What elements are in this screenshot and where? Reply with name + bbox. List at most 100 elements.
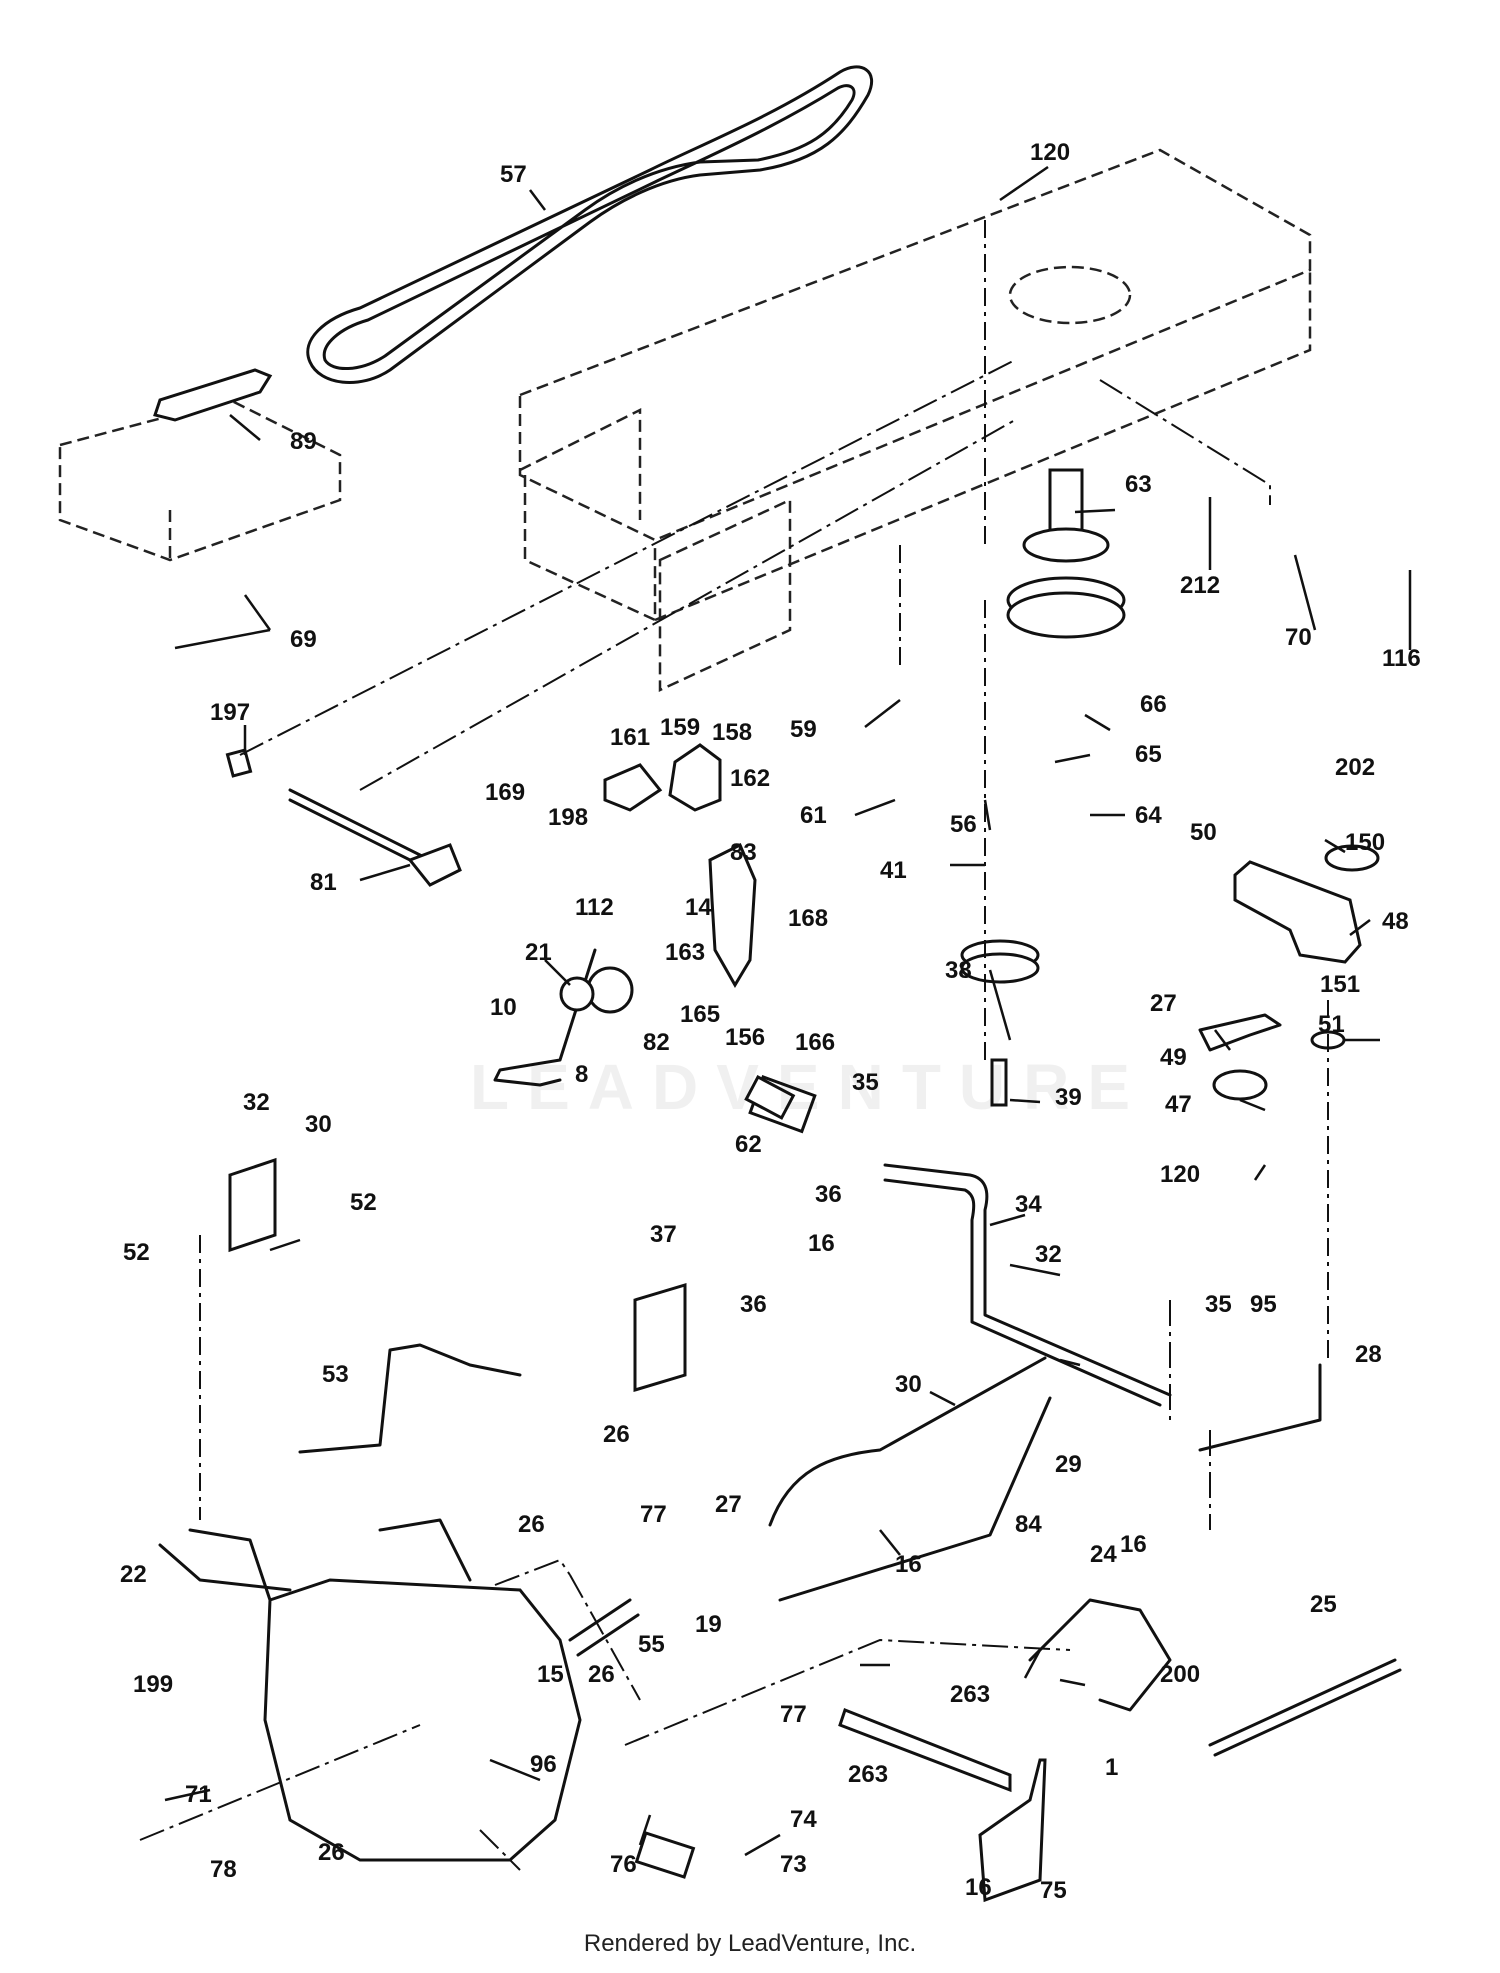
callout-label: 29	[1055, 1451, 1082, 1478]
callout-label: 120	[1160, 1161, 1200, 1188]
callout-label: 197	[210, 699, 250, 726]
leader-lines	[164, 165, 1412, 1857]
callout-label: 263	[950, 1681, 990, 1708]
knob	[559, 976, 595, 1012]
callout-label: 19	[695, 1611, 722, 1638]
idler-arm-bracket	[1198, 844, 1380, 1101]
tension-spring	[1208, 1658, 1402, 1757]
callout-label: 65	[1135, 741, 1162, 768]
callout-label: 41	[880, 857, 907, 884]
callout-label: 16	[965, 1874, 992, 1901]
roller-62	[744, 1074, 796, 1120]
callout-label: 35	[852, 1069, 879, 1096]
callout-label: 77	[640, 1501, 667, 1528]
callout-label: 26	[518, 1511, 545, 1538]
callout-label: 48	[1382, 908, 1409, 935]
callout-label: 161	[610, 724, 650, 751]
callout-label: 74	[790, 1806, 817, 1833]
chassis-frame	[58, 148, 1312, 692]
callout-label: 51	[1318, 1011, 1345, 1038]
callout-labels: 57 120 89 69 63 212 70 116 197 161 159 1…	[120, 139, 1421, 1904]
callout-label: 77	[780, 1701, 807, 1728]
callout-label: 112	[575, 894, 614, 921]
callout-label: 57	[500, 161, 527, 188]
callout-label: 47	[1165, 1091, 1192, 1118]
shift-rod	[225, 748, 462, 887]
callout-label: 25	[1310, 1591, 1337, 1618]
callout-label: 200	[1160, 1661, 1200, 1688]
callout-label: 199	[133, 1671, 173, 1698]
callout-label: 50	[1190, 819, 1217, 846]
callout-label: 15	[537, 1661, 564, 1688]
callout-label: 162	[730, 765, 770, 792]
callout-label: 52	[123, 1239, 150, 1266]
callout-label: 36	[740, 1291, 767, 1318]
callout-label: 16	[808, 1230, 835, 1257]
callout-label: 158	[712, 719, 752, 746]
callout-label: 22	[120, 1561, 147, 1588]
callout-label: 212	[1180, 572, 1220, 599]
callout-label: 52	[350, 1189, 377, 1216]
callout-label: 61	[800, 802, 827, 829]
callout-label: 27	[715, 1491, 742, 1518]
brake-arm	[838, 1708, 1012, 1793]
callout-label: 36	[815, 1181, 842, 1208]
callout-label: 37	[650, 1221, 677, 1248]
callout-label: 150	[1345, 829, 1385, 856]
callout-label: 56	[950, 811, 977, 838]
callout-label: 66	[1140, 691, 1167, 718]
callout-label: 28	[1355, 1341, 1382, 1368]
callout-label: 8	[575, 1061, 588, 1088]
idler-pulley-assembly	[960, 468, 1126, 1107]
callout-label: 69	[290, 626, 317, 653]
drive-belt	[306, 65, 874, 384]
transaxle	[158, 1518, 582, 1862]
callout-label: 38	[945, 957, 972, 984]
brake-pedal-rod	[493, 948, 597, 1087]
callout-label: 78	[210, 1856, 237, 1883]
callout-label: 89	[290, 428, 317, 455]
callout-label: 34	[1015, 1191, 1042, 1218]
callout-label: 82	[643, 1029, 670, 1056]
callout-label: 21	[525, 939, 552, 966]
callout-label: 168	[788, 905, 828, 932]
callout-label: 120	[1030, 139, 1070, 166]
callout-label: 202	[1335, 754, 1375, 781]
callout-label: 116	[1382, 645, 1421, 672]
callout-label: 30	[895, 1371, 922, 1398]
callout-label: 63	[1125, 471, 1152, 498]
callout-label: 165	[680, 1001, 720, 1028]
callout-label: 156	[725, 1024, 765, 1051]
callout-label: 83	[730, 839, 757, 866]
callout-label: 59	[790, 716, 817, 743]
callout-label: 26	[588, 1661, 615, 1688]
callout-label: 26	[603, 1421, 630, 1448]
callout-label: 95	[1250, 1291, 1277, 1318]
callout-label: 198	[548, 804, 588, 831]
callout-label: 24	[1090, 1541, 1117, 1568]
linkage-rod	[1028, 1598, 1172, 1712]
mounting-bracket-left	[228, 1157, 277, 1253]
brake-linkage-cluster	[586, 743, 757, 1014]
control-rods	[768, 1356, 1322, 1602]
callout-label: 32	[243, 1089, 270, 1116]
callout-label: 151	[1320, 971, 1360, 998]
callout-label: 14	[685, 894, 712, 921]
credit-line: Rendered by LeadVenture, Inc.	[583, 1930, 917, 1957]
callout-label: 30	[305, 1111, 332, 1138]
callout-label: 16	[1120, 1531, 1147, 1558]
callout-label: 32	[1035, 1241, 1062, 1268]
callout-label: 35	[1205, 1291, 1232, 1318]
callout-label: 62	[735, 1131, 762, 1158]
mounting-bracket-center	[633, 1282, 687, 1393]
callout-label: 76	[610, 1851, 637, 1878]
callout-label: 159	[660, 714, 700, 741]
watermark: LEADVENTURE	[470, 1051, 1149, 1123]
callout-label: 163	[665, 939, 705, 966]
callout-label: 263	[848, 1761, 888, 1788]
callout-label: 1	[1105, 1754, 1118, 1781]
callout-label: 70	[1285, 624, 1312, 651]
compression-spring	[568, 1598, 640, 1657]
